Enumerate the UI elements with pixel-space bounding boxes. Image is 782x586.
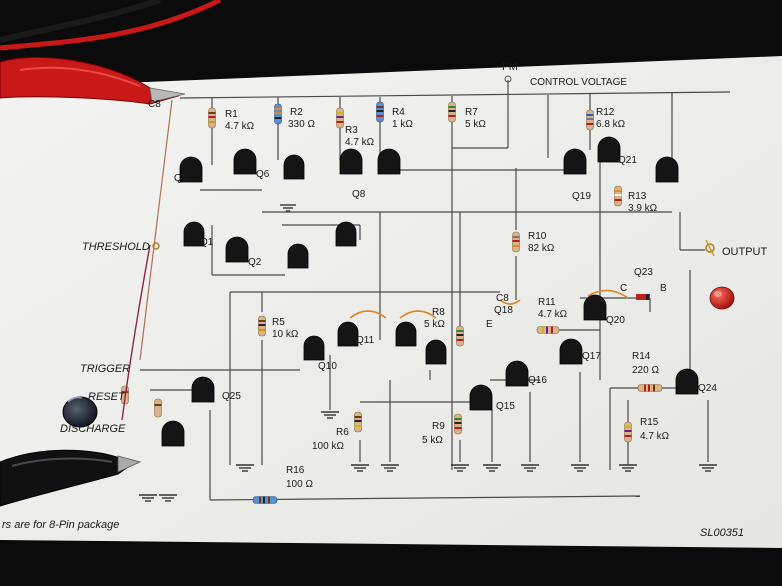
output-terminal	[705, 239, 715, 257]
q11-label: Q11	[356, 335, 375, 346]
ground-symbols	[139, 204, 717, 502]
c8-label: C8	[148, 99, 161, 110]
discharge-label: DISCHARGE	[60, 423, 126, 435]
control-voltage-label: CONTROL VOLTAGE	[530, 77, 628, 88]
c8-pin-label: C8	[496, 293, 509, 304]
red-alligator-clip	[0, 0, 222, 105]
r1-name: R1	[225, 109, 238, 120]
r15-name: R15	[640, 417, 659, 428]
q5-label: Q5	[174, 173, 188, 184]
q25-label: Q25	[222, 391, 241, 402]
q15-label: Q15	[496, 401, 515, 412]
q18-label: Q18	[494, 305, 513, 316]
pin-e-label: E	[486, 319, 493, 330]
r16-name: R16	[286, 465, 305, 476]
threshold-label: THRESHOLD	[82, 241, 150, 253]
r13-value: 3.9 kΩ	[628, 203, 658, 214]
r1-value: 4.7 kΩ	[225, 121, 255, 132]
r8-value: 5 kΩ	[424, 319, 445, 330]
r2-name: R2	[290, 107, 303, 118]
q19-label: Q19	[572, 191, 591, 202]
r15-value: 4.7 kΩ	[640, 431, 670, 442]
q8-label: Q8	[352, 189, 366, 200]
pin-c-label: C	[620, 283, 628, 294]
r14-name: R14	[632, 351, 651, 362]
r11-value: 4.7 kΩ	[538, 309, 568, 320]
q24-label: Q24	[698, 383, 717, 394]
q21-label: Q21	[618, 155, 637, 166]
trigger-label: TRIGGER	[80, 363, 131, 375]
q1-label: Q1	[200, 237, 214, 248]
r4-name: R4	[392, 107, 405, 118]
r3-name: R3	[345, 125, 358, 136]
output-label: OUTPUT	[722, 246, 768, 258]
diode	[636, 294, 650, 300]
r16-value: 100 Ω	[286, 479, 313, 490]
r6-value: 100 kΩ	[312, 441, 344, 452]
black-alligator-clip	[0, 449, 142, 507]
r7-value: 5 kΩ	[465, 119, 486, 130]
resistors	[121, 101, 663, 504]
r7-name: R7	[465, 107, 478, 118]
r9-name: R9	[432, 421, 445, 432]
fm-label: FM	[502, 61, 518, 73]
fm-terminal	[504, 75, 512, 83]
r14-value: 220 Ω	[632, 365, 659, 376]
r11-name: R11	[538, 297, 556, 308]
r2-value: 330 Ω	[288, 119, 315, 130]
r5-name: R5	[272, 317, 285, 328]
r12-value: 6.8 kΩ	[596, 119, 626, 130]
footer-note: rs are for 8-Pin package	[2, 519, 120, 531]
r5-value: 10 kΩ	[272, 329, 299, 340]
pin-b-label: B	[660, 283, 667, 294]
r12-name: R12	[596, 107, 615, 118]
r3-value: 4.7 kΩ	[345, 137, 375, 148]
q23-label: Q23	[634, 267, 653, 278]
reset-label: RESET	[88, 391, 125, 403]
q20-label: Q20	[606, 315, 625, 326]
q10-label: Q10	[318, 361, 337, 372]
r10-value: 82 kΩ	[528, 243, 555, 254]
q2-label: Q2	[248, 257, 262, 268]
q16-label: Q16	[528, 375, 547, 386]
threshold-terminal	[152, 242, 160, 250]
jumper-wires	[349, 289, 629, 319]
transistors	[161, 136, 699, 447]
red-led	[709, 286, 735, 310]
r8-name: R8	[432, 307, 445, 318]
r4-value: 1 kΩ	[392, 119, 413, 130]
q6-label: Q6	[256, 169, 270, 180]
r6-name: R6	[336, 427, 349, 438]
circuit-wires	[140, 80, 731, 501]
r9-value: 5 kΩ	[422, 435, 443, 446]
r13-name: R13	[628, 191, 647, 202]
q17-label: Q17	[582, 351, 601, 362]
capacitor	[62, 396, 98, 428]
r10-name: R10	[528, 231, 547, 242]
diagram-code: SL00351	[700, 527, 745, 539]
